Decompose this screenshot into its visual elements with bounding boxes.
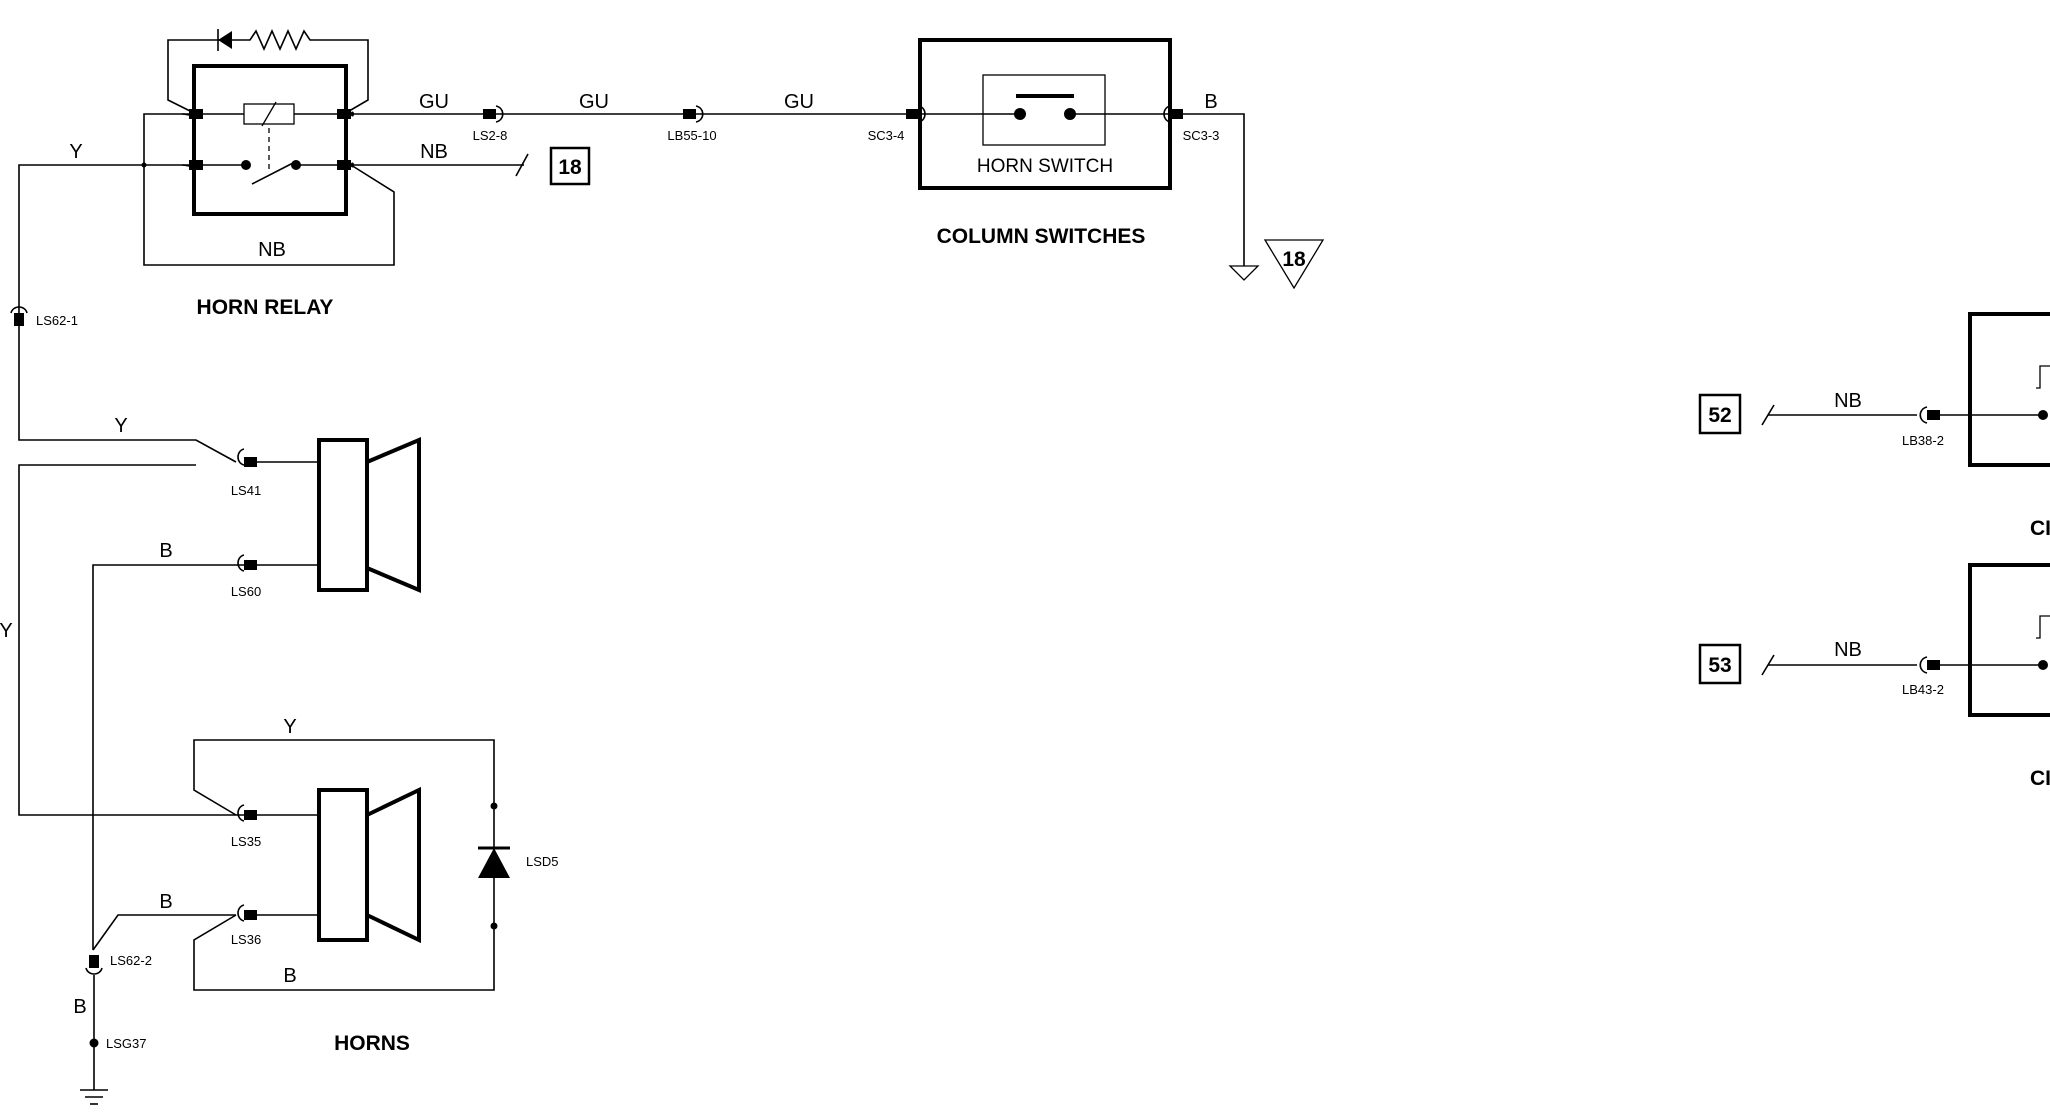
wire-label-gu-3: GU xyxy=(784,91,814,113)
wire-label-nb-loop: NB xyxy=(258,239,286,261)
ref-52-label: 52 xyxy=(1708,404,1731,427)
connector-lb43-2: LB43-2 xyxy=(1902,682,1944,697)
horn-2-body xyxy=(317,788,369,942)
connector-lsg37: LSG37 xyxy=(106,1036,146,1051)
ref-53-label: 53 xyxy=(1708,654,1731,677)
wire-label-y-relay: Y xyxy=(69,141,82,163)
ci-top-symbol-icon xyxy=(2036,365,2050,389)
connector-sc3-3: SC3-3 xyxy=(1183,128,1220,143)
wire-b-horn1 xyxy=(92,564,244,950)
ref-18-triangle-label: 18 xyxy=(1282,248,1306,271)
ci-bottom-circuit: 53 NB LB43-2 CI xyxy=(1698,563,2050,790)
horn-switch-box xyxy=(982,74,1106,146)
ref-18-box xyxy=(549,146,591,186)
wire-b-horn2 xyxy=(92,914,236,951)
wire-label-gu-2: GU xyxy=(579,91,609,113)
connector-ls2-8: LS2-8 xyxy=(473,128,508,143)
connector-ls36: LS36 xyxy=(231,932,261,947)
ground-arrow-icon xyxy=(1228,265,1260,281)
wire-y-left xyxy=(18,464,244,816)
horn-1-icon xyxy=(365,436,421,594)
ci-top-circuit: 52 NB LB38-2 CI xyxy=(1698,312,2050,540)
horn-relay-box xyxy=(192,64,348,216)
wire-label-b-switch: B xyxy=(1204,91,1217,113)
wire-label-nb-52: NB xyxy=(1834,390,1862,412)
horn-1-body xyxy=(317,438,369,592)
ref-18-label: 18 xyxy=(558,156,582,179)
ci-bottom-title: CI xyxy=(2030,767,2050,790)
wire-b-switch xyxy=(1183,113,1245,266)
ci-top-title: CI xyxy=(2030,517,2050,540)
ref-52-box xyxy=(1698,393,1742,435)
ci-top-box xyxy=(1968,312,2050,467)
ci-bottom-box xyxy=(1968,563,2050,717)
wire-y-horn1 xyxy=(18,326,237,463)
relay-resistor-icon xyxy=(232,29,369,115)
horn-1: LS41 LS60 xyxy=(231,436,421,599)
connector-ls35: LS35 xyxy=(231,834,261,849)
connector-lb38-2: LB38-2 xyxy=(1902,433,1944,448)
relay-contact-icon xyxy=(241,160,251,170)
relay-loop-left xyxy=(167,39,220,115)
horn-switch-icon xyxy=(1014,108,1026,120)
horn-2-icon xyxy=(365,786,421,944)
relay-diode-icon xyxy=(218,31,232,49)
column-switches: HORN SWITCH COLUMN SWITCHES xyxy=(906,38,1183,248)
ref-18-triangle xyxy=(1263,239,1325,290)
wire-label-b-horn1: B xyxy=(159,540,172,562)
horn-2-loop xyxy=(193,739,495,991)
horns-title: HORNS xyxy=(334,1032,410,1055)
lsd5-diode-icon xyxy=(478,848,510,878)
wire-label-b-horn2: B xyxy=(159,891,172,913)
wire-label-b-ground: B xyxy=(73,996,86,1018)
horn-relay-title: HORN RELAY xyxy=(197,296,334,319)
column-switches-title: COLUMN SWITCHES xyxy=(937,225,1146,248)
wire-nb-loop xyxy=(143,113,395,266)
connector-ls62-2: LS62-2 xyxy=(110,953,152,968)
ground-icon xyxy=(80,1089,108,1105)
connector-lsd5: LSD5 xyxy=(526,854,559,869)
connector-lb55-10: LB55-10 xyxy=(667,128,716,143)
ref-53-box xyxy=(1698,643,1742,685)
horn-2: LS35 LS36 LSD5 Y B HORNS xyxy=(193,716,559,1055)
connector-ls62-1: LS62-1 xyxy=(36,313,78,328)
wire-label-nb-relay: NB xyxy=(420,141,448,163)
wire-label-nb-53: NB xyxy=(1834,639,1862,661)
wire-label-y-horn1: Y xyxy=(114,415,127,437)
connector-sc3-4: SC3-4 xyxy=(868,128,905,143)
connector-ls60: LS60 xyxy=(231,584,261,599)
ci-bottom-symbol-icon xyxy=(2036,615,2050,639)
wire-label-y-horn2-top: Y xyxy=(283,716,296,738)
horn-relay: HORN RELAY xyxy=(167,29,369,319)
horn-switch-label: HORN SWITCH xyxy=(977,156,1113,177)
wire-y-relay-feed xyxy=(18,164,196,316)
connector-ls41: LS41 xyxy=(231,483,261,498)
wire-label-gu-1: GU xyxy=(419,91,449,113)
wire-label-y-left: Y xyxy=(0,620,13,642)
wire-label-b-horn2-bottom: B xyxy=(283,965,296,987)
